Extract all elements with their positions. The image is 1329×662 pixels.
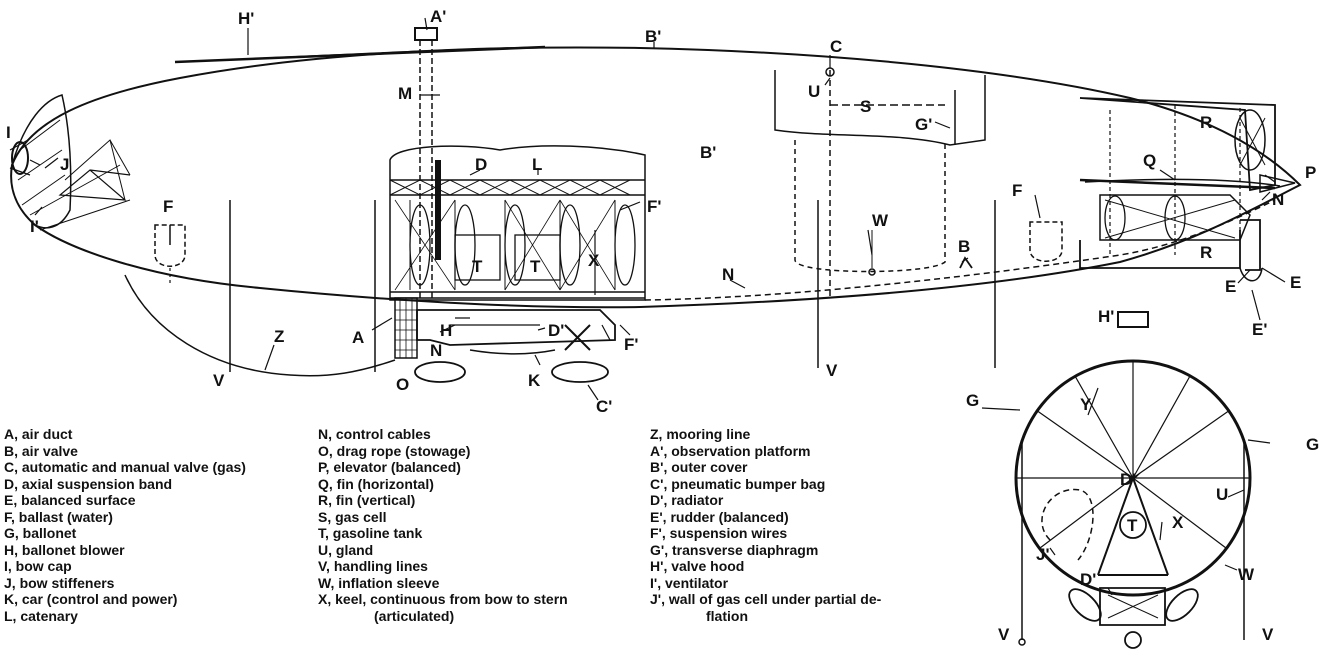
legend-item: V, handling lines (318, 558, 428, 574)
label-e-1: E (1225, 277, 1236, 296)
legend-item: B', outer cover (650, 459, 748, 475)
legend-item: C', pneumatic bumper bag (650, 475, 826, 492)
section-label-d-prime: D' (1120, 470, 1136, 489)
legend-item: H', valve hood (650, 558, 745, 574)
legend-item: G', transverse diaphragm (650, 541, 819, 558)
label-f-prime-top: F' (647, 197, 661, 216)
label-n: N (722, 265, 734, 284)
legend-item: W, inflation sleeve (318, 574, 440, 591)
label-a: A (352, 328, 364, 347)
section-label-h-prime: H' (1098, 307, 1114, 326)
legend-item: K, car (control and power) (4, 591, 178, 607)
label-v-1: V (213, 371, 225, 390)
legend-item: I, bow cap (4, 558, 72, 574)
legend-item: X, keel, continuous from bow to stern (318, 591, 568, 607)
label-z: Z (274, 327, 284, 346)
label-h-prime: H' (238, 9, 254, 28)
section-label-g-left: G (966, 391, 979, 410)
legend-item: A, air duct (4, 426, 73, 442)
label-f-left: F (163, 197, 173, 216)
legend-item: D, axial suspension band (4, 475, 173, 492)
legend-item: C, automatic and manual valve (gas) (4, 459, 246, 475)
legend-item-continued: (articulated) (374, 607, 455, 624)
legend-item: S, gas cell (318, 508, 387, 525)
label-f-prime-bottom: F' (624, 335, 638, 354)
label-a-prime: A' (430, 7, 446, 26)
label-q: Q (1143, 151, 1156, 170)
legend-item: Q, fin (horizontal) (318, 475, 434, 492)
section-label-w: W (1238, 565, 1255, 584)
legend-item: J', wall of gas cell under partial de- (650, 591, 882, 607)
label-c: C (830, 37, 842, 56)
label-t-2: T (530, 257, 541, 276)
legend-item: U, gland (318, 541, 374, 558)
legend-item: G, ballonet (4, 525, 77, 541)
label-k: K (528, 371, 541, 390)
legend-item: F', suspension wires (650, 525, 788, 541)
section-label-d-prime-low: D' (1080, 570, 1096, 589)
section-label-g-right: G (1306, 435, 1319, 454)
label-n-car: N (430, 341, 442, 360)
label-h: H (440, 321, 452, 340)
legend-item: Z, mooring line (650, 426, 751, 442)
label-p: P (1305, 163, 1316, 182)
legend-column-2: N, control cables O, drag rope (stowage)… (318, 426, 648, 624)
label-e-prime: E' (1252, 320, 1267, 339)
label-b-prime-mid: B' (700, 143, 716, 162)
section-label-x: X (1172, 513, 1184, 532)
label-b-prime-top: B' (645, 27, 661, 46)
legend-item: I', ventilator (650, 574, 729, 591)
label-t-1: T (472, 257, 483, 276)
label-s: S (860, 97, 871, 116)
label-d: D (475, 155, 487, 174)
legend-item: E, balanced surface (4, 492, 136, 508)
label-o: O (396, 375, 409, 394)
section-label-u: U (1216, 485, 1228, 504)
label-v-2: V (826, 361, 838, 380)
label-r-top: R (1200, 113, 1212, 132)
label-i-prime: I' (30, 217, 39, 236)
label-x: X (588, 251, 600, 270)
legend-item-continued: flation (706, 607, 748, 624)
label-j: J (60, 155, 69, 174)
legend-item: E', rudder (balanced) (650, 508, 789, 525)
legend-item: N, control cables (318, 426, 431, 442)
legend-item: J, bow stiffeners (4, 574, 115, 591)
legend-column-3: Z, mooring line A', observation platform… (650, 426, 980, 624)
label-d-prime: D' (548, 321, 564, 340)
label-g-prime: G' (915, 115, 932, 134)
legend-item: F, ballast (water) (4, 508, 113, 525)
label-i: I (6, 123, 11, 142)
legend-item: O, drag rope (stowage) (318, 442, 471, 459)
legend-column-1: A, air duct B, air valve C, automatic an… (4, 426, 304, 624)
label-b: B (958, 237, 970, 256)
section-label-v-left: V (998, 625, 1010, 644)
legend-item: T, gasoline tank (318, 525, 423, 541)
label-r-bottom: R (1200, 243, 1212, 262)
legend-item: R, fin (vertical) (318, 492, 416, 508)
section-label-j-prime: J' (1036, 545, 1050, 564)
legend-item: D', radiator (650, 492, 724, 508)
label-m: M (398, 84, 412, 103)
legend-item: L, catenary (4, 607, 78, 624)
legend-item: A', observation platform (650, 442, 811, 459)
legend-item: P, elevator (balanced) (318, 459, 461, 475)
section-label-y: Y (1080, 395, 1092, 414)
label-u: U (808, 82, 820, 101)
legend-item: H, ballonet blower (4, 541, 125, 558)
label-f-right: F (1012, 181, 1022, 200)
label-n-tail: N (1272, 190, 1284, 209)
legend-item: B, air valve (4, 442, 78, 459)
section-label-v-right: V (1262, 625, 1274, 644)
label-e-2: E (1290, 273, 1301, 292)
section-label-t: T (1127, 516, 1138, 535)
label-w: W (872, 211, 889, 230)
label-c-prime: C' (596, 397, 612, 416)
label-l: L (532, 155, 542, 174)
